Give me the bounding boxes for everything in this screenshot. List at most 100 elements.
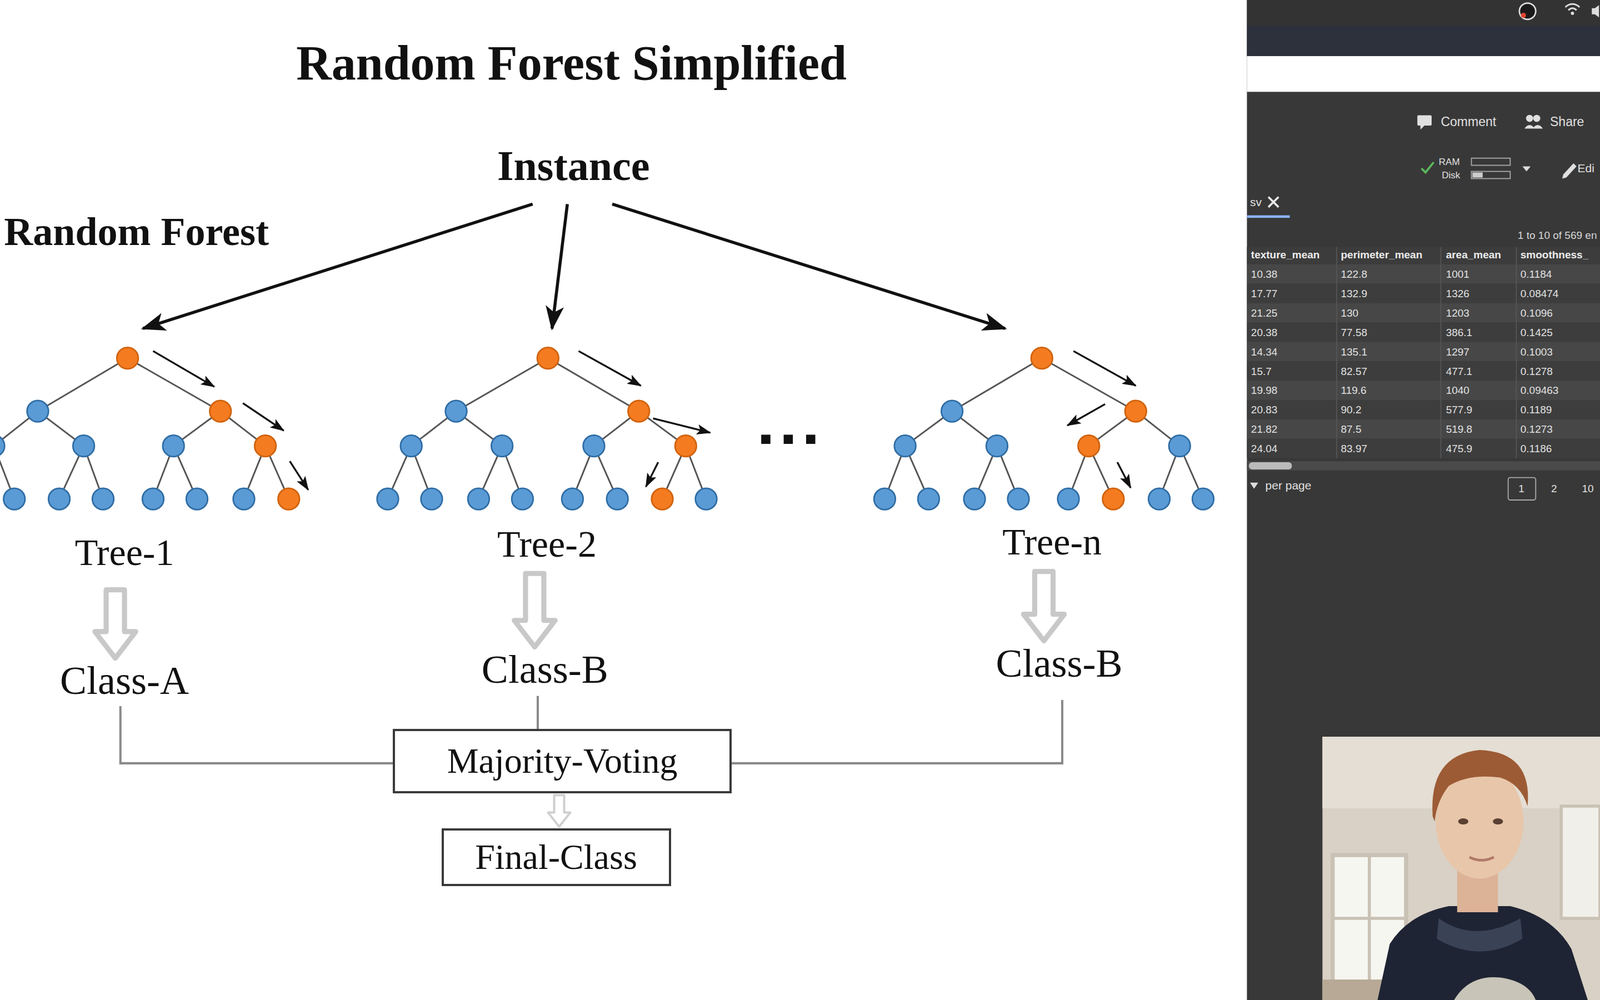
tree-blue-nodes-part <box>941 400 963 423</box>
table-cell: 14.34 <box>1251 346 1278 359</box>
table-cell: 1040 <box>1446 385 1470 398</box>
vote-lines-part <box>120 706 393 764</box>
table-cell: 17.77 <box>1251 287 1278 300</box>
notebook-panel-part <box>1472 172 1483 178</box>
box-text: Final-Class <box>475 836 638 878</box>
notebook-panel-part <box>1248 462 1292 470</box>
notebook-panel-part <box>1246 438 1600 459</box>
webcam-inset-part <box>1458 818 1469 825</box>
table-cell: 87.5 <box>1340 423 1362 436</box>
webcam-inset <box>1322 736 1600 1000</box>
tree-blue-nodes <box>0 400 1214 510</box>
notebook-panel-part <box>1246 283 1600 304</box>
notebook-panel-part <box>1336 246 1517 458</box>
table-cell: 0.1273 <box>1520 423 1553 436</box>
tree-edges-part <box>952 358 1043 412</box>
tree-blue-nodes-part <box>491 435 513 457</box>
notebook-panel-part <box>1526 115 1534 123</box>
tree-blue-nodes-part <box>873 488 896 510</box>
tree-edges-part <box>456 358 548 412</box>
tree-blue-nodes-part <box>511 488 534 510</box>
tree-blue-nodes-part <box>48 488 70 510</box>
notebook-panel-part <box>1246 461 1600 471</box>
tree-blue-nodes-part <box>963 488 986 510</box>
notebook-panel-part <box>1246 56 1600 92</box>
decision-path-arrows-part <box>290 461 309 490</box>
resource-label: Disk <box>1441 170 1460 182</box>
vote-lines-part <box>536 696 539 730</box>
table-cell: 0.1189 <box>1520 403 1553 417</box>
table-cell: 119.6 <box>1340 385 1367 398</box>
tree-edges-part <box>127 358 221 412</box>
tree-orange-nodes-part <box>675 435 697 457</box>
tree-label: Tree-2 <box>497 522 597 566</box>
toolbar-button: Comment <box>1440 113 1497 129</box>
hollow-down-arrows-part <box>514 573 555 647</box>
table-cell: 24.04 <box>1251 442 1278 455</box>
notebook-panel-part <box>1421 162 1434 173</box>
table-cell: 135.1 <box>1340 346 1368 359</box>
slide-title: Random Forest Simplified <box>296 35 847 92</box>
tree-blue-nodes-part <box>606 488 629 510</box>
notebook-panel-part <box>1591 5 1599 18</box>
toolbar-button: Share <box>1550 113 1584 129</box>
tree-orange-nodes-part <box>278 488 300 510</box>
notebook-panel-part <box>1570 11 1574 15</box>
instance-arrows-part <box>612 203 1005 329</box>
notebook-panel-part <box>1524 125 1543 129</box>
table-header: area_mean <box>1446 248 1502 262</box>
tree-blue-nodes-part <box>377 488 399 510</box>
tree-blue-nodes-part <box>986 435 1008 457</box>
notebook-panel-part <box>1246 380 1600 400</box>
table-cell: 0.1278 <box>1520 365 1553 378</box>
tree-orange-nodes-part <box>1102 488 1125 510</box>
table-cell: 0.1003 <box>1520 346 1553 359</box>
hollow-down-arrows-part <box>95 590 136 659</box>
tree-edges-part <box>1041 358 1136 412</box>
table-cell: 519.8 <box>1446 423 1473 436</box>
table-count: 1 to 10 of 569 en <box>1517 229 1598 242</box>
table-cell: 0.08474 <box>1520 287 1559 300</box>
tree-blue-nodes-part <box>3 488 25 510</box>
tree-blue-nodes-part <box>186 488 208 510</box>
ellipsis-dots-part <box>761 434 771 444</box>
page-number: 2 <box>1551 482 1558 495</box>
tree-blue-nodes-part <box>421 488 443 510</box>
table-cell: 21.25 <box>1251 307 1278 320</box>
notebook-panel-part <box>1519 3 1536 20</box>
decision-path-arrows-part <box>1073 351 1136 386</box>
notebook-panel-part <box>1246 322 1600 342</box>
table-cell: 1203 <box>1446 307 1470 320</box>
box-text: Majority-Voting <box>447 740 678 782</box>
tree-blue-nodes-part <box>445 400 468 423</box>
table-cell: 82.57 <box>1340 365 1368 378</box>
table-cell: 130 <box>1340 307 1359 320</box>
ellipsis-dots-part <box>783 434 794 444</box>
tree-blue-nodes-part <box>695 488 718 510</box>
decision-path-arrows-part <box>578 351 641 386</box>
table-cell: 83.97 <box>1340 442 1368 455</box>
tree-edges-part <box>547 358 639 412</box>
table-cell: 132.9 <box>1340 287 1368 300</box>
tree-blue-nodes-part <box>467 488 490 510</box>
tree-orange-nodes-part <box>1031 347 1053 369</box>
tree-blue-nodes-part <box>1148 488 1170 510</box>
notebook-panel <box>1246 0 1600 1000</box>
instance-arrows <box>142 203 1005 329</box>
slide-background <box>0 0 1247 1000</box>
table-header: perimeter_mean <box>1340 248 1423 262</box>
notebook-panel-part <box>1562 163 1577 179</box>
webcam-inset-part <box>1332 916 1407 920</box>
tree-orange-nodes-part <box>1078 435 1100 457</box>
table-cell: 10.38 <box>1251 268 1278 281</box>
table-cell: 77.58 <box>1340 326 1368 339</box>
tree-blue-nodes-part <box>162 435 185 457</box>
table-cell: 20.38 <box>1251 326 1278 339</box>
notebook-panel-part <box>1246 361 1600 381</box>
result-box: Final-Class <box>441 828 672 887</box>
tree-orange-nodes-part <box>209 400 232 423</box>
table-cell: 1001 <box>1446 268 1470 281</box>
tree-edges-part <box>37 358 128 412</box>
notebook-panel-part <box>1250 482 1259 489</box>
